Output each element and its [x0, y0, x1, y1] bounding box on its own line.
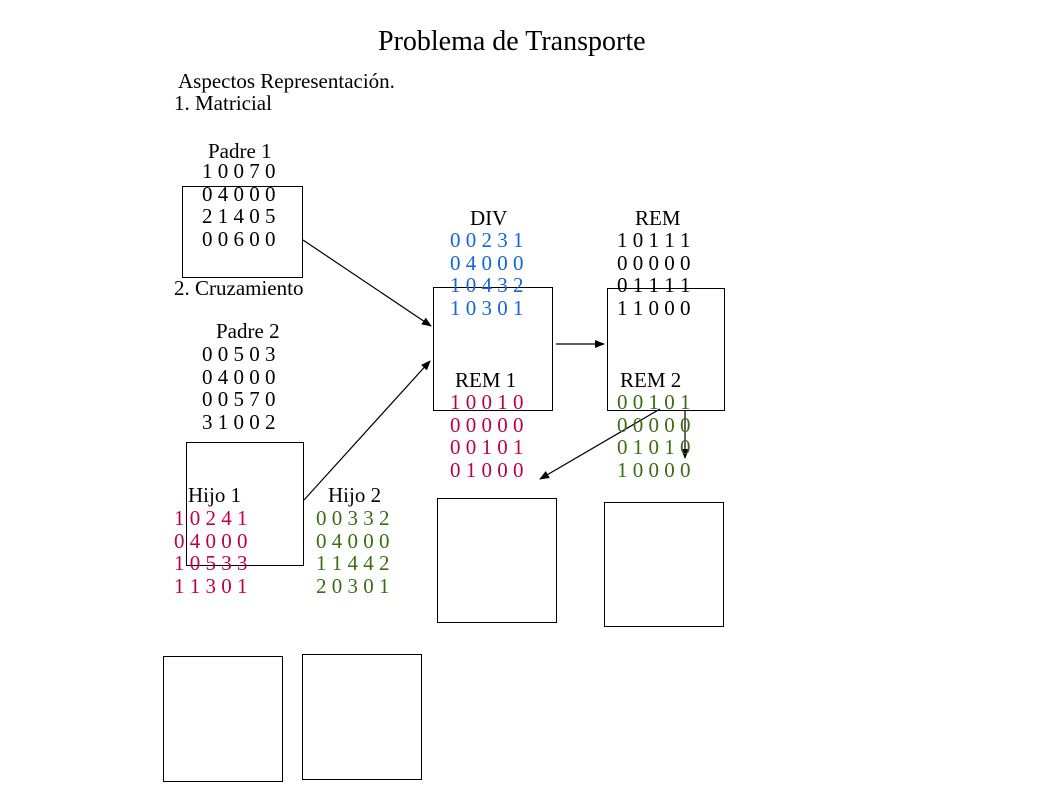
rem1-label: REM 1	[455, 368, 517, 392]
arrow-parent2-to-div	[303, 360, 431, 501]
child2-matrix: 0 0 3 3 2 0 4 0 0 0 1 1 4 4 2 2 0 3 0 1	[316, 507, 390, 597]
matrix-row: 0 0 5 0 3	[202, 342, 276, 366]
matrix-row: 0 0 1 0 1	[617, 390, 691, 414]
matrix-row: 2 0 3 0 1	[316, 573, 390, 598]
rem2-box	[604, 502, 724, 627]
matrix-row: 0 4 0 0 0	[202, 364, 276, 389]
matrix-row: 1 0 0 7 0	[202, 159, 276, 183]
matrix-row: 0 0 0 0 0	[617, 250, 691, 275]
parent2-matrix: 0 0 5 0 3 0 4 0 0 0 0 0 5 7 0 3 1 0 0 2	[202, 343, 276, 433]
matrix-row: 1 1 3 0 1	[174, 573, 248, 598]
matrix-row: 0 1 0 0 0	[450, 457, 524, 482]
parent2-label: Padre 2	[216, 319, 280, 343]
matrix-row: 0 0 1 0 1	[450, 435, 524, 459]
matrix-row: 0 1 1 1 1	[617, 273, 691, 297]
child1-label: Hijo 1	[188, 483, 242, 507]
matrix-row: 0 1 0 1 0	[617, 435, 691, 459]
rem2-label: REM 2	[620, 368, 682, 392]
child2-label: Hijo 2	[328, 483, 382, 507]
matrix-row: 2 1 4 0 5	[202, 204, 276, 228]
subtitle: Aspectos Representación.	[178, 69, 395, 93]
matrix-row: 1 0 0 1 0	[450, 390, 524, 414]
matrix-row: 0 4 0 0 0	[202, 181, 276, 206]
matrix-row: 0 0 0 0 0	[617, 412, 691, 437]
rem-label: REM	[635, 206, 681, 230]
matrix-row: 1 0 4 3 2	[450, 273, 524, 297]
matrix-row: 1 1 0 0 0	[617, 295, 691, 320]
matrix-row: 3 1 0 0 2	[202, 409, 276, 434]
matrix-row: 0 4 0 0 0	[316, 528, 390, 553]
div-matrix: 0 0 2 3 1 0 4 0 0 0 1 0 4 3 2 1 0 3 0 1	[450, 229, 524, 319]
section-matricial: 1. Matricial	[174, 91, 272, 115]
arrow-rem-to-rem1	[539, 408, 661, 480]
rem-matrix: 1 0 1 1 1 0 0 0 0 0 0 1 1 1 1 1 1 0 0 0	[617, 229, 691, 319]
arrow-parent1-to-div	[302, 239, 432, 327]
matrix-row: 1 0 3 0 1	[450, 295, 524, 320]
matrix-row: 0 4 0 0 0	[174, 528, 248, 553]
parent1-box	[182, 186, 303, 278]
matrix-row: 1 0 2 4 1	[174, 506, 248, 530]
matrix-row: 0 0 3 3 2	[316, 506, 390, 530]
matrix-row: 0 0 2 3 1	[450, 228, 524, 252]
child2-box	[302, 654, 422, 780]
child1-matrix: 1 0 2 4 1 0 4 0 0 0 1 0 5 3 3 1 1 3 0 1	[174, 507, 248, 597]
parent1-label: Padre 1	[208, 139, 272, 163]
matrix-row: 1 0 1 1 1	[617, 228, 691, 252]
rem1-box	[437, 498, 557, 623]
matrix-row: 0 0 5 7 0	[202, 387, 276, 411]
parent1-matrix: 1 0 0 7 0 0 4 0 0 0 2 1 4 0 5 0 0 6 0 0	[202, 160, 276, 250]
div-label: DIV	[470, 206, 508, 230]
matrix-row: 1 1 4 4 2	[316, 551, 390, 575]
div-box	[433, 287, 553, 411]
section-cruzamiento: 2. Cruzamiento	[174, 276, 304, 300]
matrix-row: 0 0 6 0 0	[202, 226, 276, 251]
child1-box	[163, 656, 283, 782]
rem-box	[607, 288, 725, 411]
page-title: Problema de Transporte	[378, 26, 646, 57]
rem2-matrix: 0 0 1 0 1 0 0 0 0 0 0 1 0 1 0 1 0 0 0 0	[617, 391, 691, 481]
rem1-matrix: 1 0 0 1 0 0 0 0 0 0 0 0 1 0 1 0 1 0 0 0	[450, 391, 524, 481]
parent2-box	[186, 442, 304, 566]
matrix-row: 0 0 0 0 0	[450, 412, 524, 437]
matrix-row: 1 0 0 0 0	[617, 457, 691, 482]
matrix-row: 0 4 0 0 0	[450, 250, 524, 275]
matrix-row: 1 0 5 3 3	[174, 551, 248, 575]
